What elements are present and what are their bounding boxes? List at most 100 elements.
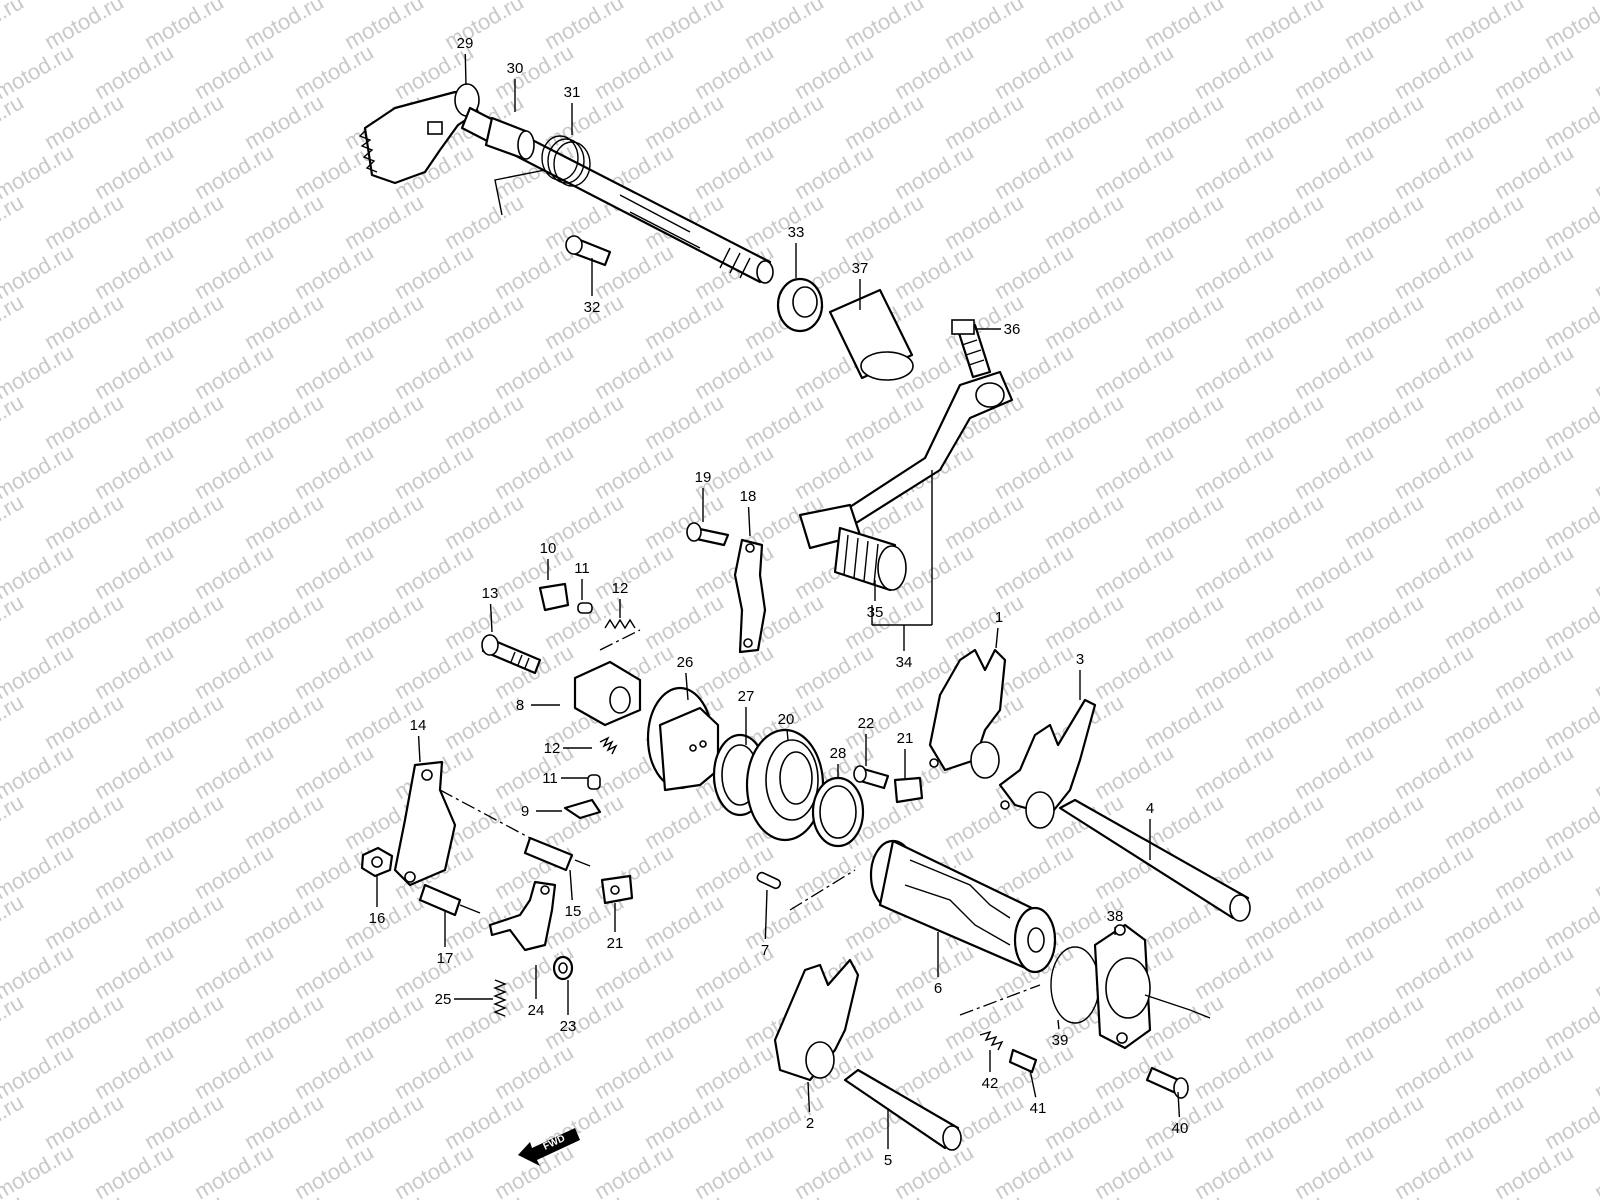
part-40-screw bbox=[1145, 1066, 1189, 1099]
leader-line-41 bbox=[1029, 1069, 1037, 1098]
shift-shaft bbox=[460, 106, 774, 284]
part-8-cam-driven-gear bbox=[573, 660, 642, 727]
callout-28: 28 bbox=[830, 745, 847, 778]
part-24-cam-stopper-arm bbox=[488, 880, 557, 952]
callout-number: 24 bbox=[528, 1002, 545, 1019]
callout-2: 2 bbox=[806, 1081, 814, 1132]
part-12b-spring bbox=[599, 736, 618, 755]
part-37-sleeve bbox=[828, 288, 914, 381]
callout-29: 29 bbox=[457, 35, 473, 86]
leader-line-26 bbox=[685, 672, 689, 701]
part-21b-washer bbox=[893, 776, 924, 804]
callout-number: 6 bbox=[934, 980, 942, 997]
callout-40: 40 bbox=[1172, 1091, 1189, 1137]
callout-1: 1 bbox=[995, 609, 1003, 649]
part-27-circlip bbox=[811, 776, 865, 848]
part-11b-pin bbox=[587, 774, 601, 790]
callout-36: 36 bbox=[975, 321, 1020, 338]
part-31-return-spring bbox=[494, 135, 591, 216]
callout-34: 34 bbox=[896, 625, 913, 671]
callout-33: 33 bbox=[788, 224, 804, 278]
part-19-screw bbox=[686, 522, 730, 547]
callout-24: 24 bbox=[528, 965, 545, 1019]
part-11-pin bbox=[577, 602, 593, 614]
callout-number: 11 bbox=[542, 770, 558, 787]
callout-layer: 1234567891011111212131415161718192021212… bbox=[369, 35, 1189, 1169]
callout-number: 4 bbox=[1146, 800, 1154, 817]
callout-3: 3 bbox=[1076, 651, 1084, 700]
callout-11: 11 bbox=[542, 770, 588, 787]
callout-number: 42 bbox=[982, 1075, 999, 1092]
callout-12: 12 bbox=[612, 580, 629, 618]
callout-number: 15 bbox=[565, 903, 582, 920]
callout-number: 5 bbox=[884, 1152, 892, 1169]
callout-7: 7 bbox=[761, 889, 769, 959]
callout-37: 37 bbox=[852, 260, 869, 310]
callout-22: 22 bbox=[858, 715, 875, 766]
part-14-shift-cam-plate bbox=[393, 760, 457, 887]
callout-15: 15 bbox=[565, 869, 582, 920]
part-33-oil-seal bbox=[776, 277, 824, 333]
callout-number: 13 bbox=[482, 585, 499, 602]
callout-number: 12 bbox=[612, 580, 629, 597]
callout-number: 11 bbox=[574, 560, 590, 577]
callout-16: 16 bbox=[369, 875, 386, 927]
part-36-bolt bbox=[951, 319, 992, 379]
callout-18: 18 bbox=[740, 488, 756, 537]
callout-31: 31 bbox=[564, 84, 581, 135]
part-1-shift-fork bbox=[928, 648, 1007, 779]
callout-5: 5 bbox=[884, 1108, 892, 1169]
callout-number: 3 bbox=[1076, 651, 1084, 668]
callout-number: 8 bbox=[516, 697, 524, 714]
leader-line-14 bbox=[417, 735, 421, 763]
part-7-pin bbox=[756, 871, 782, 890]
callout-10: 10 bbox=[540, 540, 557, 580]
callout-number: 30 bbox=[507, 60, 524, 77]
callout-41: 41 bbox=[1029, 1069, 1046, 1117]
part-3-shift-fork bbox=[998, 698, 1097, 829]
callout-number: 20 bbox=[778, 711, 795, 728]
part-22-screw bbox=[853, 765, 890, 790]
callout-number: 14 bbox=[410, 717, 427, 734]
callout-8: 8 bbox=[516, 697, 560, 714]
leader-line-39 bbox=[1057, 1019, 1060, 1030]
callout-14: 14 bbox=[410, 717, 427, 763]
part-26-cam-guide bbox=[646, 686, 720, 792]
leader-line-29 bbox=[464, 53, 467, 86]
callout-number: 1 bbox=[995, 609, 1003, 626]
callout-number: 10 bbox=[540, 540, 557, 557]
callout-number: 7 bbox=[761, 942, 769, 959]
part-38-neutral-switch bbox=[1093, 923, 1211, 1050]
callout-21: 21 bbox=[897, 730, 913, 778]
part-12-spring bbox=[604, 618, 636, 630]
callout-number: 28 bbox=[830, 745, 847, 762]
callout-38: 38 bbox=[1107, 908, 1123, 935]
callout-number: 22 bbox=[858, 715, 875, 732]
part-42-spring bbox=[979, 1030, 1004, 1051]
part-9-pawl bbox=[563, 798, 602, 820]
part-2-shift-fork bbox=[773, 958, 860, 1082]
leader-line-18 bbox=[747, 506, 751, 537]
callout-number: 31 bbox=[564, 84, 581, 101]
callout-number: 37 bbox=[852, 260, 869, 277]
callout-number: 34 bbox=[896, 654, 913, 671]
part-23-washer bbox=[552, 955, 574, 981]
callout-25: 25 bbox=[435, 991, 493, 1008]
callout-35: 35 bbox=[867, 580, 883, 621]
part-20-bearing bbox=[745, 728, 825, 842]
part-25-spring bbox=[493, 979, 507, 1017]
leader-line-1 bbox=[995, 627, 999, 649]
callout-number: 16 bbox=[369, 910, 386, 927]
leader-line-15 bbox=[569, 869, 573, 901]
callout-number: 39 bbox=[1052, 1032, 1069, 1049]
callout-number: 25 bbox=[435, 991, 452, 1008]
callout-number: 2 bbox=[806, 1115, 814, 1132]
leader-line-20 bbox=[786, 729, 789, 741]
callout-number: 23 bbox=[560, 1018, 577, 1035]
callout-number: 26 bbox=[677, 654, 694, 671]
callout-number: 40 bbox=[1172, 1120, 1189, 1137]
part-17-stud bbox=[418, 883, 481, 917]
callout-number: 17 bbox=[437, 950, 454, 967]
